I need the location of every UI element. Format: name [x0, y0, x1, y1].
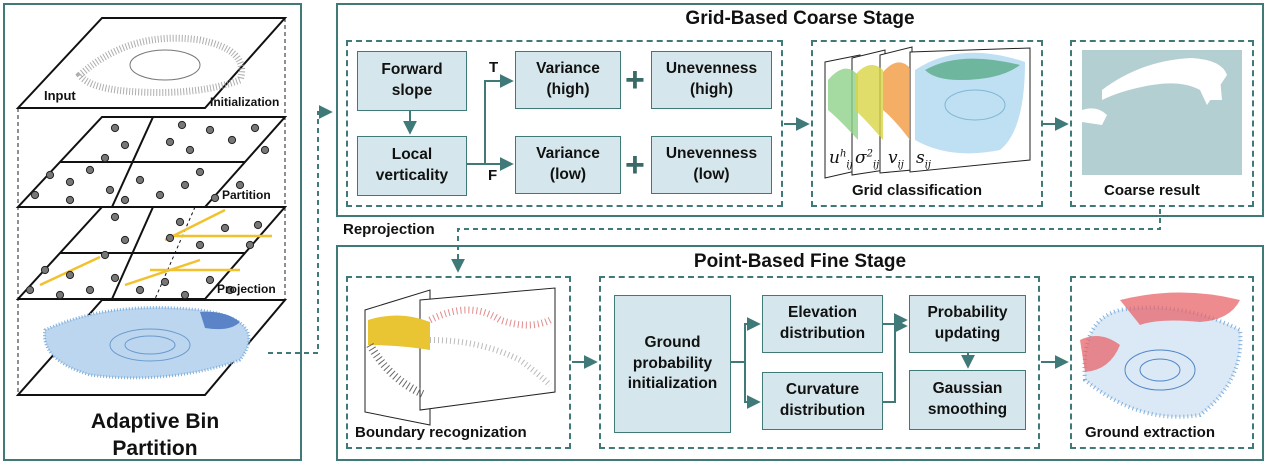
point-dot: [120, 140, 130, 150]
point-dot: [220, 223, 230, 233]
input-layer: [15, 17, 288, 109]
feature-s-symbol: s: [916, 148, 925, 168]
point-dot: [40, 265, 50, 275]
point-dot: [30, 190, 40, 200]
input-label: Input: [44, 88, 76, 103]
point-dot: [120, 195, 130, 205]
partition-label: Partition: [222, 188, 271, 202]
grid-classification-label: Grid classification: [852, 182, 983, 199]
point-dot: [120, 235, 130, 245]
feature-v-symbol: v: [888, 148, 898, 168]
local-verticality-box: Local verticality: [357, 136, 467, 196]
coarse-stage-title: Grid-Based Coarse Stage: [685, 8, 915, 29]
point-dot: [177, 120, 187, 130]
point-dot: [195, 240, 205, 250]
plus-icon-high: +: [625, 61, 645, 99]
feature-sigma-sup: 2: [866, 148, 873, 160]
point-dot: [235, 180, 245, 190]
curvature-distribution-box: Curvature distribution: [762, 372, 883, 430]
point-dot: [65, 177, 75, 187]
boundary-recognization-group: [346, 276, 571, 449]
point-dot: [185, 145, 195, 155]
point-dot: [260, 145, 270, 155]
point-dot: [253, 220, 263, 230]
forward-slope-box: Forward slope: [357, 51, 467, 111]
point-dot: [85, 285, 95, 295]
feature-sigma-sub: ij: [872, 159, 880, 171]
point-dot: [65, 270, 75, 280]
fine-stage-title: Point-Based Fine Stage: [693, 251, 907, 272]
point-dot: [160, 277, 170, 287]
reprojection-label: Reprojection: [343, 221, 435, 238]
point-dot: [195, 167, 205, 177]
point-dot: [100, 250, 110, 260]
partition-lines: [39, 208, 272, 287]
coarse-result-image: [1082, 50, 1242, 175]
point-dot: [100, 153, 110, 163]
point-dot: [25, 285, 35, 295]
probability-group: [599, 276, 1040, 449]
feature-u-symbol: u: [829, 148, 840, 168]
point-dot: [135, 175, 145, 185]
point-dot: [85, 165, 95, 175]
point-dot: [55, 290, 65, 300]
branch-false-label: F: [488, 167, 498, 184]
feature-u-label: uhij: [829, 148, 853, 170]
coarse-result-group: [1070, 40, 1254, 207]
unevenness-high-box: Unevenness (high): [651, 51, 772, 109]
branch-true-label: T: [489, 59, 499, 76]
point-dot: [110, 212, 120, 222]
point-dot: [155, 190, 165, 200]
point-dot: [210, 193, 220, 203]
point-dot: [65, 195, 75, 205]
feature-v-sub: ij: [897, 159, 904, 171]
coarse-result-label: Coarse result: [1104, 182, 1200, 199]
feature-s-sub: ij: [924, 159, 932, 171]
point-dots: [25, 120, 270, 300]
boundary-recognization-label: Boundary recognization: [355, 424, 527, 441]
decision-group: [346, 40, 783, 207]
point-dot: [245, 240, 255, 250]
point-dot: [165, 137, 175, 147]
adaptive-bin-partition-title: Adaptive Bin Partition: [90, 410, 220, 461]
point-dot: [205, 125, 215, 135]
point-dot: [225, 285, 235, 295]
point-dot: [105, 185, 115, 195]
variance-low-box: Variance (low): [515, 136, 621, 194]
point-dot: [165, 233, 175, 243]
point-dot: [180, 180, 190, 190]
variance-high-box: Variance (high): [515, 51, 621, 109]
gaussian-smoothing-box: Gaussian smoothing: [909, 370, 1026, 430]
unevenness-low-box: Unevenness (low): [651, 136, 772, 194]
point-dot: [45, 170, 55, 180]
feature-s-label: sij: [916, 148, 931, 170]
plus-icon-low: +: [625, 146, 645, 184]
grid-classification-group: [811, 40, 1043, 207]
point-dot: [175, 217, 185, 227]
point-dot: [110, 273, 120, 283]
feature-u-sup: h: [839, 148, 847, 160]
ground-extraction-group: [1070, 276, 1254, 449]
feature-sigma-label: σ2ij: [855, 148, 879, 170]
point-dot: [110, 123, 120, 133]
point-dot: [135, 285, 145, 295]
point-dot: [250, 123, 260, 133]
initialization-label: Initialization: [210, 95, 280, 109]
elevation-distribution-box: Elevation distribution: [762, 295, 883, 353]
ground-probability-init-box: Ground probability initialization: [614, 295, 731, 433]
feature-v-label: vij: [888, 148, 904, 170]
feature-u-sub: ij: [846, 159, 853, 171]
ground-extraction-label: Ground extraction: [1085, 424, 1216, 441]
projection-label: Projection: [217, 282, 276, 296]
point-dot: [227, 135, 237, 145]
probability-updating-box: Probability updating: [909, 295, 1026, 353]
point-dot: [205, 275, 215, 285]
point-dot: [180, 290, 190, 300]
feature-sigma-symbol: σ: [855, 148, 867, 168]
